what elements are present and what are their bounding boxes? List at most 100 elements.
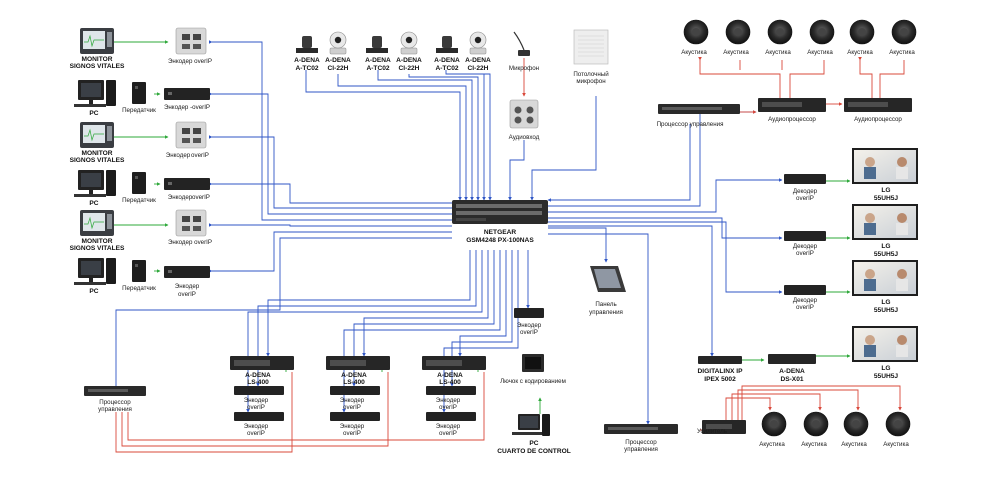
- display-model: 55UH5J: [874, 307, 899, 314]
- ls400-brand: A-DENA: [437, 372, 463, 379]
- vital-signs-monitor-2: MONITOR SIGNOS VITALES: [70, 122, 125, 164]
- overip-label: overIP: [192, 194, 210, 201]
- camera-model: CI-22H: [468, 65, 489, 72]
- encoder-label: Энкодер: [244, 397, 269, 404]
- encoder-wallplate-2: Энкодер overIP: [166, 121, 209, 159]
- control-processor-sublabel: управления: [624, 446, 658, 453]
- keyboard-label: Лючок с кодированием: [500, 378, 566, 385]
- audio-processor-label: Аудиопроцессор: [854, 116, 902, 123]
- lg-display-1: LG 55UH5J: [852, 148, 918, 202]
- amplifier: Усилитель: [697, 420, 746, 435]
- speaker-top-5: Акустика: [847, 19, 875, 56]
- audio-processor-1: Аудиопроцессор: [758, 98, 826, 123]
- display-brand: LG: [881, 365, 890, 372]
- pc-workstation-1: PC: [74, 80, 116, 117]
- speaker-label: Акустика: [759, 441, 785, 448]
- decoder-label: Декодер: [793, 188, 818, 195]
- camera-row: A-DENA A-TC02 A-DENA CI-22H A-DENA A-TC0…: [294, 31, 491, 72]
- camera-tracker-3: A-DENA A-TC02: [434, 36, 460, 72]
- ls400-brand: A-DENA: [341, 372, 367, 379]
- switch-brand: NETGEAR: [484, 229, 516, 236]
- camera-model: A-TC02: [295, 65, 318, 72]
- camera-tracker-2: A-DENA A-TC02: [365, 36, 391, 72]
- encoder-sublabel: overIP: [343, 430, 361, 437]
- encoder-label: Энкодер: [340, 423, 365, 430]
- encoder-overip-short-label: Энкодер -overIP: [164, 104, 210, 111]
- decoder-sublabel: overIP: [796, 195, 814, 202]
- encoder-label: Энкодер: [340, 397, 365, 404]
- encoder-overip-label: Энкодер overIP: [168, 58, 212, 65]
- decoder-sublabel: overIP: [796, 304, 814, 311]
- camera-brand: A-DENA: [396, 57, 422, 64]
- adena-ds-x01: A-DENA DS-X01: [768, 354, 816, 383]
- coded-keyboard-hatch: Лючок с кодированием: [500, 354, 566, 385]
- decoder-3: Декодер overIP: [784, 285, 826, 311]
- monitor-label: MONITOR: [81, 238, 112, 245]
- monitor-sublabel: SIGNOS VITALES: [70, 157, 125, 164]
- speaker-bottom-3: Акустика: [841, 411, 869, 448]
- encoder-label: Энкодер: [168, 194, 193, 201]
- display-brand: LG: [881, 243, 890, 250]
- camera-brand: A-DENA: [294, 57, 320, 64]
- speaker-top-1: Акустика: [681, 19, 709, 56]
- overip-label: overIP: [191, 152, 209, 159]
- encoder-overip-label: Энкодер overIP: [168, 239, 212, 246]
- digitalinx-sublabel: IPEX 5002: [704, 376, 736, 383]
- encoder-label: Энкодер: [244, 423, 269, 430]
- pc-label: PC: [89, 200, 98, 207]
- transmitter-3: Передатчик: [122, 260, 156, 292]
- camera-brand: A-DENA: [325, 57, 351, 64]
- encoder-box-3: Энкодер overIP: [164, 266, 210, 298]
- control-processor-inline-label: Процессор управления: [657, 121, 724, 128]
- ceiling-microphone: Потолочный микрофон: [573, 29, 609, 85]
- netgear-switch: NETGEAR GSM4248 PX-100NAS: [452, 200, 548, 244]
- transmitter-label: Передатчик: [122, 107, 156, 114]
- camera-model: A-TC02: [435, 65, 458, 72]
- speaker-bottom-1: Акустика: [759, 411, 787, 448]
- pc-label: PC: [89, 288, 98, 295]
- encoder-label: Энкодер: [436, 397, 461, 404]
- transmitter-2: Передатчик: [122, 172, 156, 204]
- lg-display-3: LG 55UH5J: [852, 260, 918, 314]
- speaker-top-6: Акустика: [889, 19, 917, 56]
- center-devices: Микрофон Потолочный микрофон Аудиовход: [452, 29, 626, 455]
- speaker-label: Акустика: [723, 49, 749, 56]
- encoder-box-1: Энкодер -overIP: [164, 88, 210, 111]
- display-model: 55UH5J: [874, 373, 899, 380]
- display-brand: LG: [881, 187, 890, 194]
- display-model: 55UH5J: [874, 251, 899, 258]
- ptz-camera-1: A-DENA CI-22H: [325, 31, 351, 72]
- monitor-sublabel: SIGNOS VITALES: [70, 63, 125, 70]
- encoder-box-2: Энкодер overIP: [164, 178, 210, 201]
- encoder-label: Энкодер: [175, 283, 200, 290]
- speaker-bottom-2: Акустика: [801, 411, 829, 448]
- camera-tracker-1: A-DENA A-TC02: [294, 36, 320, 72]
- switch-model: GSM4248 PX-100NAS: [466, 237, 534, 244]
- control-panel-touchscreen: Панель управления: [589, 266, 626, 316]
- right-column-devices: Акустика Акустика Акустика Акустика Акус…: [604, 19, 918, 453]
- speaker-label: Акустика: [765, 49, 791, 56]
- decoder-label: Декодер: [793, 297, 818, 304]
- lg-display-4: LG 55UH5J: [852, 326, 918, 380]
- encoder-sublabel: overIP: [247, 404, 265, 411]
- encoder-wallplate-1: Энкодер overIP: [168, 27, 212, 65]
- control-processor-left: Процессор управления: [84, 386, 146, 413]
- decoder-1: Декодер overIP: [784, 174, 826, 202]
- ls400-brand: A-DENA: [245, 372, 271, 379]
- ls400-model: LS-400: [247, 379, 269, 386]
- speaker-label: Акустика: [801, 441, 827, 448]
- amplifier-label: Усилитель: [697, 428, 727, 435]
- audio-input-label: Аудиовход: [509, 134, 540, 141]
- vital-signs-monitor-1: MONITOR SIGNOS VITALES: [70, 28, 125, 70]
- ceiling-mic-sublabel: микрофон: [576, 78, 605, 85]
- speaker-label: Акустика: [681, 49, 707, 56]
- encoder-sublabel: overIP: [520, 329, 538, 336]
- ls400-group-3: A-DENA LS-400 Энкодер overIP Энкодер ove…: [422, 356, 486, 437]
- display-model: 55UH5J: [874, 195, 899, 202]
- audio-processor-2: Аудиопроцессор: [844, 98, 912, 123]
- pc-sublabel: CUARTO DE CONTROL: [497, 448, 571, 455]
- ceiling-mic-label: Потолочный: [573, 71, 609, 78]
- control-processor-bottom: Процессор управления: [604, 424, 678, 453]
- control-processor-top: Процессор управления: [657, 104, 740, 128]
